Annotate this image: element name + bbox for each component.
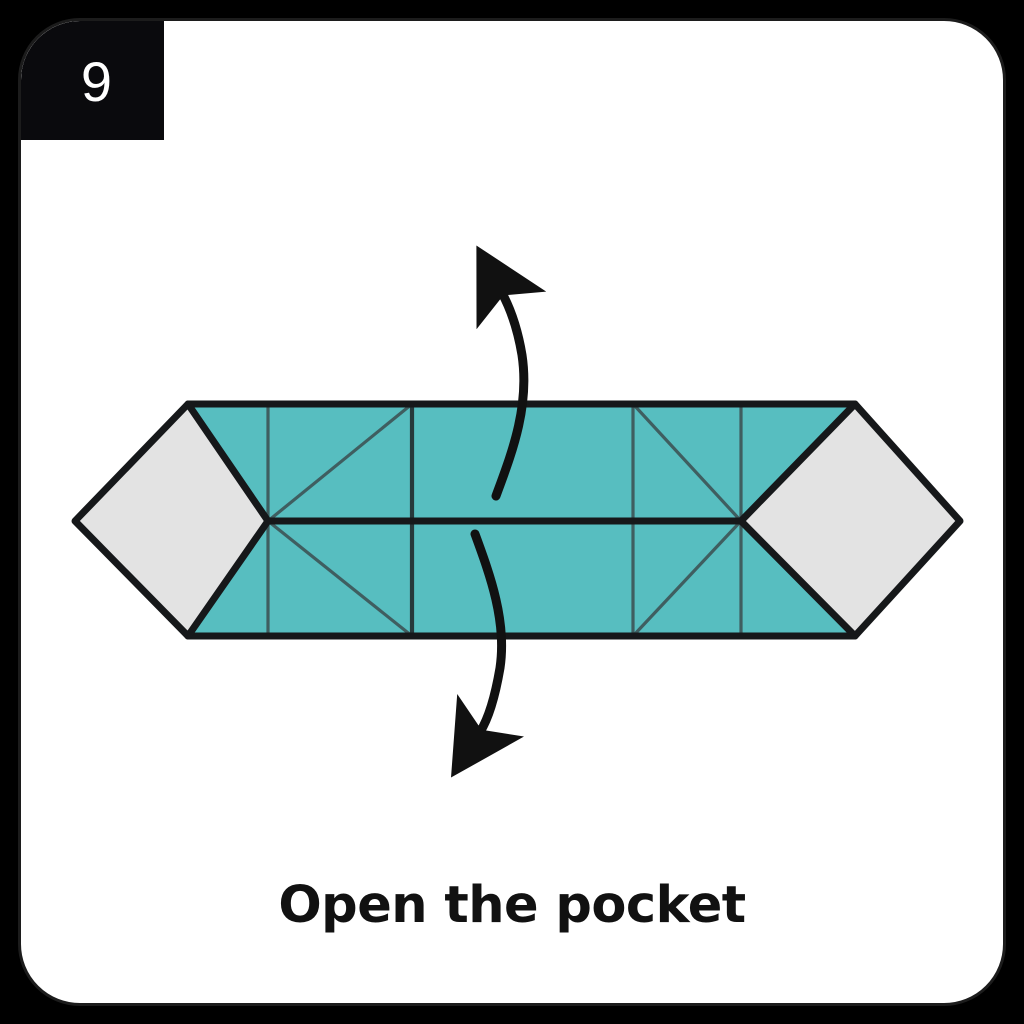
- origami-diagram-svg: [71, 245, 964, 778]
- paper-outline: [71, 400, 964, 640]
- open-pocket-down-arrow: [451, 529, 525, 778]
- instruction-card: 9: [18, 18, 1006, 1006]
- edge-left-v-lower: [184, 517, 272, 640]
- crease-diagonal-left-upper: [266, 402, 414, 523]
- crease-lines: [266, 402, 743, 638]
- open-pocket-up-arrow: [476, 245, 547, 501]
- crease-diagonal-left-lower: [267, 519, 413, 638]
- right-notch-white: [741, 404, 855, 636]
- step-number-badge: 9: [21, 21, 164, 140]
- step-caption: Open the pocket: [278, 876, 746, 935]
- left-notch-white: [188, 404, 268, 636]
- edge-left-v-upper: [184, 400, 272, 525]
- edge-right-v-upper: [737, 400, 859, 525]
- crease-diagonal-right-lower: [631, 519, 743, 638]
- motion-arrows: [451, 245, 547, 778]
- crease-diagonal-right-upper: [631, 402, 743, 523]
- step-number-label: 9: [80, 49, 113, 113]
- edge-right-v-lower: [737, 517, 859, 640]
- origami-diagram: [21, 21, 1003, 1003]
